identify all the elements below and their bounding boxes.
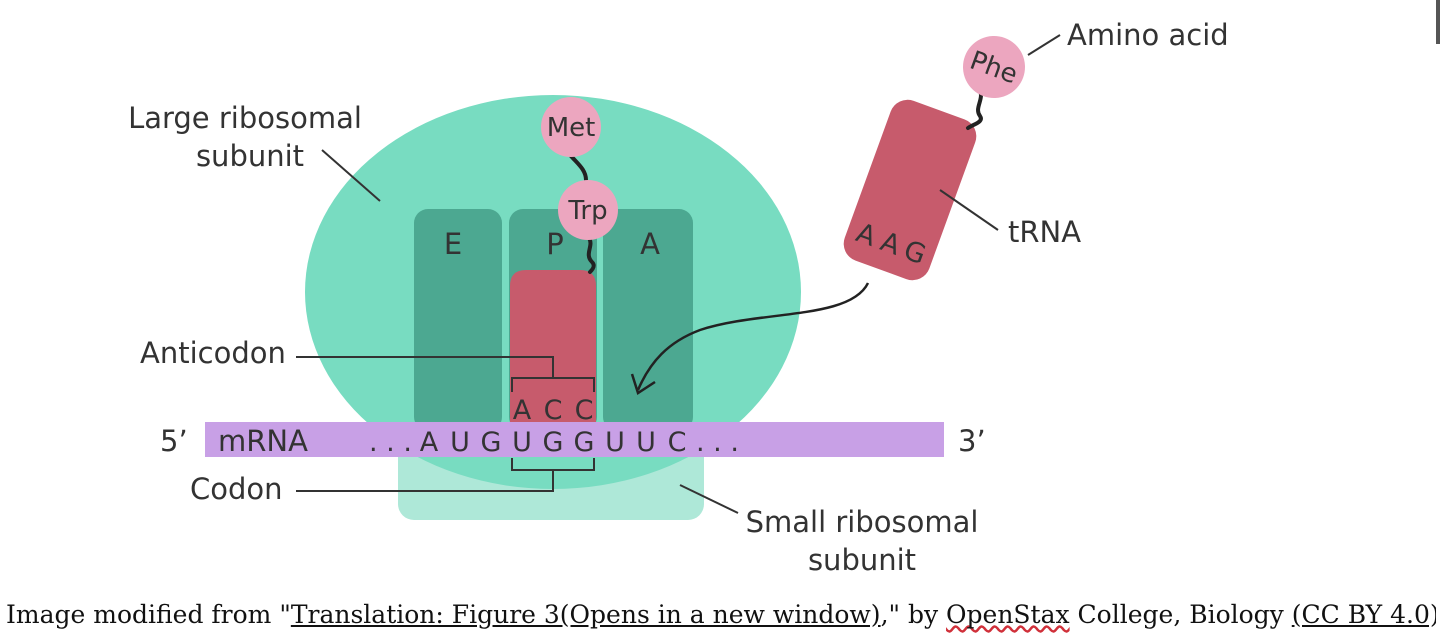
- trna-leader: [939, 189, 999, 231]
- mrna-base: C: [668, 427, 687, 458]
- mrna-label: mRNA: [218, 424, 308, 458]
- image-credit-caption: Image modified from "Translation: Figure…: [6, 600, 1436, 634]
- e-site: [414, 209, 502, 431]
- a-site: [603, 209, 693, 431]
- ribosome-figure: E P A Met Trp A C C 5’ 3’ mRNA . . . A U…: [128, 18, 1229, 577]
- anticodon-base-1: A: [513, 395, 532, 426]
- caption-after-author: College, Biology: [1069, 600, 1292, 629]
- mrna-lead-dots: . . .: [369, 427, 412, 458]
- entry-arrow: [636, 282, 870, 391]
- mrna-base: G: [574, 427, 595, 458]
- small-subunit-label-line2: subunit: [808, 543, 916, 577]
- amino-acid-label: Amino acid: [1067, 18, 1229, 52]
- large-subunit-label-line2: subunit: [196, 139, 304, 173]
- phe-linker: [966, 88, 983, 130]
- mrna-base: U: [512, 427, 532, 458]
- small-subunit-leader: [679, 484, 739, 514]
- e-site-label: E: [444, 227, 462, 261]
- anticodon-label: Anticodon: [140, 336, 286, 370]
- large-subunit-leader: [321, 149, 381, 202]
- met-label: Met: [547, 113, 596, 143]
- arrow-head: [630, 373, 656, 395]
- mrna-base: G: [481, 427, 502, 458]
- trna-linker: [586, 236, 596, 274]
- five-prime-label: 5’: [160, 424, 188, 458]
- mrna-base: U: [636, 427, 656, 458]
- mrna-base: G: [543, 427, 564, 458]
- mrna-trail-dots: . . .: [696, 427, 739, 458]
- mrna-base: U: [450, 427, 470, 458]
- source-figure-link[interactable]: Translation: Figure 3(Opens in a new win…: [290, 600, 881, 629]
- amino-acid-leader: [1027, 34, 1061, 56]
- trp-label: Trp: [567, 196, 607, 226]
- anticodon-base-3: C: [575, 395, 594, 426]
- anticodon-base-2: C: [544, 395, 563, 426]
- small-subunit-label-line1: Small ribosomal: [746, 505, 979, 539]
- anticodon-bracket: [296, 356, 595, 392]
- trna-label: tRNA: [1008, 215, 1081, 249]
- mrna-base: U: [605, 427, 625, 458]
- a-site-label: A: [640, 227, 660, 261]
- three-prime-label: 3’: [958, 424, 986, 458]
- license-link[interactable]: (CC BY 4.0): [1291, 600, 1436, 629]
- large-subunit-label-line1: Large ribosomal: [128, 101, 362, 135]
- codon-label: Codon: [190, 472, 283, 506]
- phe-amino-acid: Phe: [963, 36, 1025, 98]
- codon-bracket: [296, 458, 595, 492]
- p-site-label: P: [546, 227, 564, 261]
- mrna-strand: [205, 422, 944, 457]
- caption-prefix: Image modified from ": [6, 600, 291, 629]
- mrna-base: A: [420, 427, 439, 458]
- trp-amino-acid: [558, 180, 618, 240]
- scrollbar-edge: [1436, 0, 1440, 44]
- peptide-linker: [569, 154, 588, 182]
- bound-trna: [510, 270, 596, 428]
- incoming-trna: A A G: [843, 99, 977, 281]
- met-amino-acid: [541, 97, 601, 157]
- caption-middle: ," by: [880, 600, 947, 629]
- author-link[interactable]: OpenStax: [946, 600, 1070, 629]
